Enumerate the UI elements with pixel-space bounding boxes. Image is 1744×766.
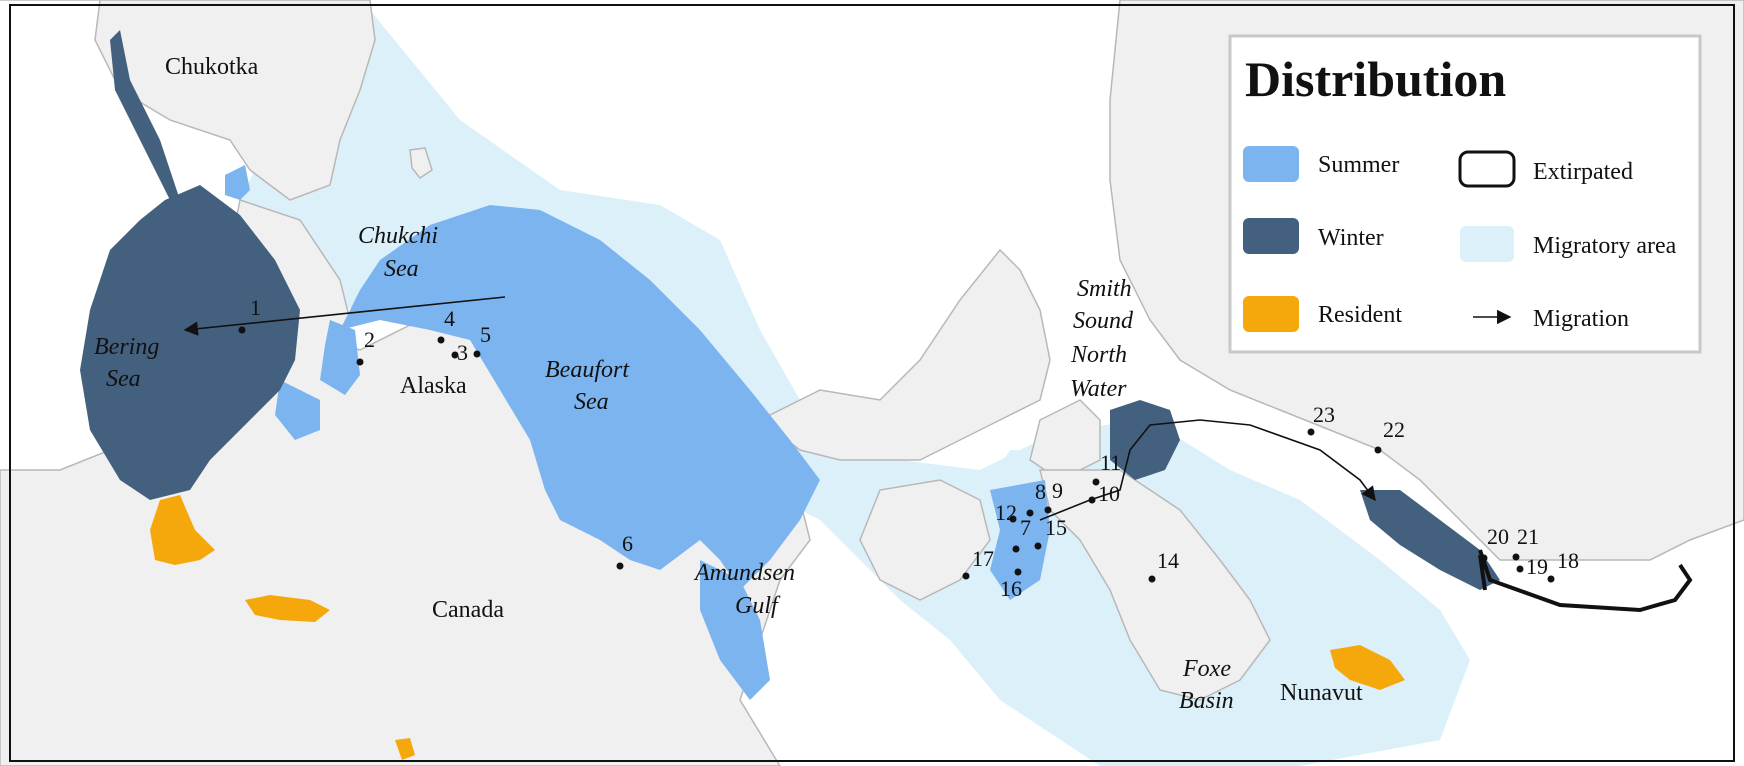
migration-arrow-west <box>183 296 506 336</box>
legend-swatch-summer <box>1243 146 1299 182</box>
site-label-21: 21 <box>1517 524 1539 549</box>
label-alaska: Alaska <box>400 373 467 399</box>
site-label-11: 11 <box>1100 450 1121 475</box>
site-dot-20 <box>1480 554 1488 562</box>
site-dot-5 <box>473 350 481 358</box>
site-label-16: 16 <box>1000 576 1022 601</box>
site-dot-12 <box>1009 515 1017 523</box>
legend-label-summer: Summer <box>1318 152 1399 178</box>
extirpated-outline <box>1478 549 1693 613</box>
legend-label-migratory: Migratory area <box>1533 233 1677 259</box>
label-smith-4: Water <box>1070 376 1127 402</box>
legend-title: Distribution <box>1245 51 1506 107</box>
site-dot-1 <box>238 326 246 334</box>
label-chukotka: Chukotka <box>165 54 259 80</box>
label-beaufort-1: Beaufort <box>545 357 630 383</box>
site-dot-4 <box>437 336 445 344</box>
site-dot-14 <box>1148 575 1156 583</box>
label-bering-1: Bering <box>94 334 159 360</box>
site-dot-21 <box>1512 553 1520 561</box>
site-label-1: 1 <box>250 295 261 320</box>
site-label-17: 17 <box>972 546 994 571</box>
label-amundsen-2: Gulf <box>735 593 781 619</box>
site-dot-16 <box>1014 568 1022 576</box>
site-label-6: 6 <box>622 531 633 556</box>
label-beaufort-2: Sea <box>574 389 609 415</box>
site-label-2: 2 <box>364 327 375 352</box>
legend-swatch-resident <box>1243 296 1299 332</box>
label-nunavut: Nunavut <box>1280 680 1363 706</box>
site-dot-15 <box>1034 542 1042 550</box>
site-dot-8 <box>1026 509 1034 517</box>
label-amundsen-1: Amundsen <box>693 560 795 586</box>
site-label-10: 10 <box>1098 481 1120 506</box>
site-label-7: 7 <box>1020 515 1031 540</box>
site-label-15: 15 <box>1045 515 1067 540</box>
site-label-22: 22 <box>1383 417 1405 442</box>
label-smith-1: Smith <box>1077 276 1132 302</box>
site-label-3: 3 <box>457 340 468 365</box>
site-dot-6 <box>616 562 624 570</box>
legend-box <box>1228 34 1702 354</box>
site-label-12: 12 <box>995 500 1017 525</box>
site-dot-9 <box>1044 506 1052 514</box>
label-canada: Canada <box>432 597 504 623</box>
legend-swatch-winter <box>1243 218 1299 254</box>
legend: Distribution Summer Winter Resident Exti… <box>1228 34 1702 354</box>
site-dot-17 <box>962 572 970 580</box>
site-label-20: 20 <box>1487 524 1509 549</box>
site-label-9: 9 <box>1052 478 1063 503</box>
legend-label-extirpated: Extirpated <box>1533 159 1633 185</box>
winter-range <box>80 30 1500 590</box>
site-dot-23 <box>1307 428 1315 436</box>
label-bering-2: Sea <box>106 366 141 392</box>
site-label-23: 23 <box>1313 402 1335 427</box>
site-label-5: 5 <box>480 322 491 347</box>
legend-label-winter: Winter <box>1318 225 1384 251</box>
site-label-4: 4 <box>444 306 455 331</box>
map-frame <box>9 4 1735 762</box>
label-smith-2: Sound <box>1073 308 1134 334</box>
site-dot-7 <box>1012 545 1020 553</box>
legend-swatch-migratory <box>1460 226 1514 262</box>
site-dot-18 <box>1547 575 1555 583</box>
site-dot-22 <box>1374 446 1382 454</box>
site-label-14: 14 <box>1157 548 1179 573</box>
site-dot-3 <box>451 351 459 359</box>
migration-arrow-east <box>1039 419 1376 521</box>
site-label-8: 8 <box>1035 479 1046 504</box>
label-chukchi-1: Chukchi <box>358 223 438 249</box>
legend-swatch-extirpated <box>1458 150 1516 188</box>
label-foxe-1: Foxe <box>1182 656 1231 682</box>
site-dot-2 <box>356 358 364 366</box>
site-label-18: 18 <box>1557 548 1579 573</box>
extirpated-outline-2 <box>1478 554 1487 591</box>
label-smith-3: North <box>1070 342 1127 368</box>
site-dot-19 <box>1516 565 1524 573</box>
label-foxe-2: Basin <box>1179 688 1234 714</box>
site-dot-10 <box>1088 496 1096 504</box>
legend-label-migration: Migration <box>1533 306 1629 332</box>
place-labels: Chukotka Chukchi Sea Bering Sea Alaska B… <box>94 54 1363 714</box>
legend-label-resident: Resident <box>1318 302 1402 328</box>
site-label-19: 19 <box>1526 554 1548 579</box>
site-dot-11 <box>1092 478 1100 486</box>
label-chukchi-2: Sea <box>384 256 419 282</box>
resident-range <box>150 495 1405 760</box>
